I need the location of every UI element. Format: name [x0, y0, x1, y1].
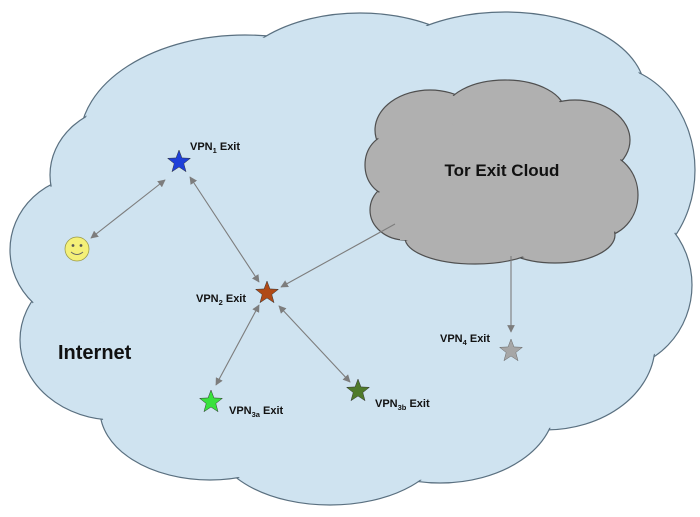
internet-label: Internet — [58, 342, 132, 364]
vpn3b-label: VPN3b Exit — [375, 398, 430, 412]
vpn1-label: VPN1 Exit — [190, 141, 240, 155]
tor-exit-cloud: Tor Exit Cloud — [364, 79, 639, 265]
vpn3b-star-icon — [345, 378, 371, 402]
vpn4-star-icon — [498, 338, 524, 362]
vpn3a-label: VPN3a Exit — [229, 405, 284, 419]
arrow-tor-vpn2 — [280, 223, 396, 288]
connections — [90, 176, 515, 386]
vpn1-star-icon — [166, 149, 192, 173]
vpn2-star-icon — [254, 280, 280, 304]
vpn4-label: VPN4 Exit — [440, 333, 490, 347]
vpn-nodes — [166, 149, 524, 413]
arrow-user-vpn1 — [90, 179, 166, 239]
arrow-vpn2-vpn3a — [215, 304, 260, 386]
tor-cloud-label: Tor Exit Cloud — [445, 161, 560, 180]
smiley-icon — [64, 236, 90, 262]
arrow-vpn2-vpn3b — [278, 305, 351, 383]
vpn2-label: VPN2 Exit — [196, 293, 246, 307]
arrow-vpn1-vpn2 — [189, 176, 260, 283]
internet-cloud — [9, 11, 696, 506]
vpn3a-star-icon — [198, 389, 224, 413]
